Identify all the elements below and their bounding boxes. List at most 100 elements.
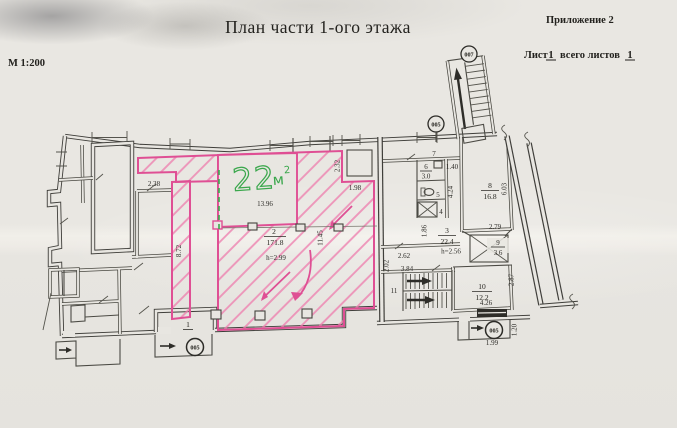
- lower-left-partitions: [61, 266, 133, 335]
- dim-corridor-length: 3.84: [401, 265, 414, 273]
- dim-strip-length: 8.72: [175, 244, 183, 257]
- interior-staircase: [402, 270, 453, 311]
- column: [247, 222, 258, 231]
- window-mid-lines: [56, 137, 437, 167]
- room9-area: 3.6: [494, 249, 503, 257]
- porch-center-arrow-head: [169, 343, 176, 349]
- east-diagonal-wall-a: [505, 135, 543, 306]
- room6-number: 6: [424, 163, 428, 171]
- room8-area: 16.8: [483, 192, 496, 201]
- dim-porch-width: 1.99: [486, 339, 499, 347]
- entrances: 005 005: [42, 292, 511, 367]
- room-238-walls: [131, 189, 173, 258]
- dim-room8-depth: 6.03: [501, 182, 509, 195]
- room6-label: 6 3.0: [420, 163, 432, 181]
- staircase-rails: [446, 55, 495, 140]
- room2-height: h=2.99: [266, 254, 286, 262]
- annex-label: Приложение 2: [546, 15, 614, 26]
- scale-label: М 1:200: [8, 58, 45, 69]
- porch-right: [457, 320, 511, 341]
- sheet-number: 1: [548, 50, 553, 61]
- entrance-pad-line: [477, 311, 507, 314]
- highlighted-premise: [137, 149, 375, 332]
- pink-arrow-head-1: [261, 291, 268, 301]
- door-gap-center: [158, 327, 171, 334]
- room3-height: h=2.56: [441, 248, 461, 256]
- room2-label: 2 171.8 h=2.99: [264, 227, 286, 262]
- dim-passage: 1.40: [446, 163, 459, 171]
- column: [333, 223, 344, 232]
- room1-number: 1: [186, 320, 190, 329]
- dim-notch-width: 1.98: [349, 184, 362, 192]
- porch-left-arrow-head: [66, 347, 72, 353]
- dim-corridor-depth: 2.02: [383, 259, 391, 272]
- room10-number: 10: [478, 282, 486, 291]
- stair-arrow-lower-head: [425, 296, 435, 304]
- premise-left-strip: [171, 179, 191, 321]
- room10-top-wall: [452, 264, 513, 268]
- small-rooms: [70, 304, 120, 323]
- column-pink: [212, 220, 223, 230]
- dim-wc-depth: 4.24: [447, 185, 455, 198]
- premise-top-strip: [137, 153, 221, 184]
- sheet-word-1: Лист: [524, 50, 549, 61]
- room9-label-backing: [487, 238, 509, 253]
- marker-005-left-label: 005: [190, 345, 199, 352]
- door-ticks: [59, 153, 441, 315]
- elevator-x: [417, 201, 438, 218]
- room4-number: 4: [439, 208, 443, 216]
- staircase-up-arrow: [456, 75, 467, 130]
- elevator-shaft: [417, 201, 438, 218]
- dim-hall-depth: 11.45: [317, 230, 325, 246]
- east-bottom-wall: [539, 301, 579, 308]
- marker-007-label: 007: [464, 52, 473, 59]
- central-cross-wall: [378, 136, 384, 323]
- room10-area: 12.2: [475, 293, 488, 302]
- sheet-label: Лист 1 всего листов 1: [524, 50, 635, 61]
- entry-marker-top: 005: [427, 115, 445, 142]
- room9-label: 9 3.6: [487, 238, 509, 257]
- stair-arrow-upper-head: [422, 277, 432, 285]
- stair-top-wall: [380, 269, 456, 273]
- green-area-unit: м: [272, 170, 285, 189]
- east-diagonal-wall-b: [527, 142, 563, 301]
- sidewalk-line: [42, 292, 52, 331]
- door-gap-left: [63, 331, 75, 337]
- marker-005-right-label: 005: [489, 328, 498, 335]
- column: [254, 310, 266, 321]
- corridor7-wall: [382, 157, 463, 162]
- south-wall-right: [376, 315, 531, 325]
- room3-area: 22.4: [440, 237, 453, 246]
- room8-walls: [460, 136, 513, 233]
- green-area-superscript: 2: [284, 165, 291, 176]
- room8-label: 8 16.8: [481, 181, 499, 201]
- dim-left-room: 2.38: [148, 180, 161, 188]
- green-area-value: 22: [231, 160, 277, 199]
- header: План части 1-ого этажа Приложение 2 М 1:…: [8, 15, 635, 69]
- room10-label: 10 12.2: [472, 282, 492, 302]
- sheet-word-2: всего листов: [560, 50, 620, 61]
- south-wall-left: [61, 330, 157, 338]
- porch-right-arrow-head: [477, 325, 484, 331]
- columns: [210, 220, 378, 321]
- column: [301, 308, 313, 319]
- room-238-walls: [131, 188, 173, 259]
- inner-hall-walls: [91, 141, 134, 254]
- room7-number: 7: [432, 150, 436, 158]
- partition-b: [58, 177, 94, 181]
- room3-label: 3 22.4 h=2.56: [438, 226, 461, 256]
- dim-porch-depth: 1.20: [511, 323, 519, 336]
- dim-hall-width: 13.96: [257, 200, 273, 208]
- marker-circle-005-left: [185, 337, 205, 357]
- wc-cluster-walls: [416, 160, 447, 218]
- column: [210, 309, 222, 320]
- porch-left-boxes: [55, 339, 121, 367]
- facade-piers: [292, 136, 331, 152]
- pink-curved-arrow-head: [291, 292, 303, 301]
- west-wall: [47, 135, 67, 337]
- door-gap-right: [459, 316, 470, 322]
- sink-fixture: [433, 160, 443, 169]
- room3-south-wall: [380, 243, 461, 248]
